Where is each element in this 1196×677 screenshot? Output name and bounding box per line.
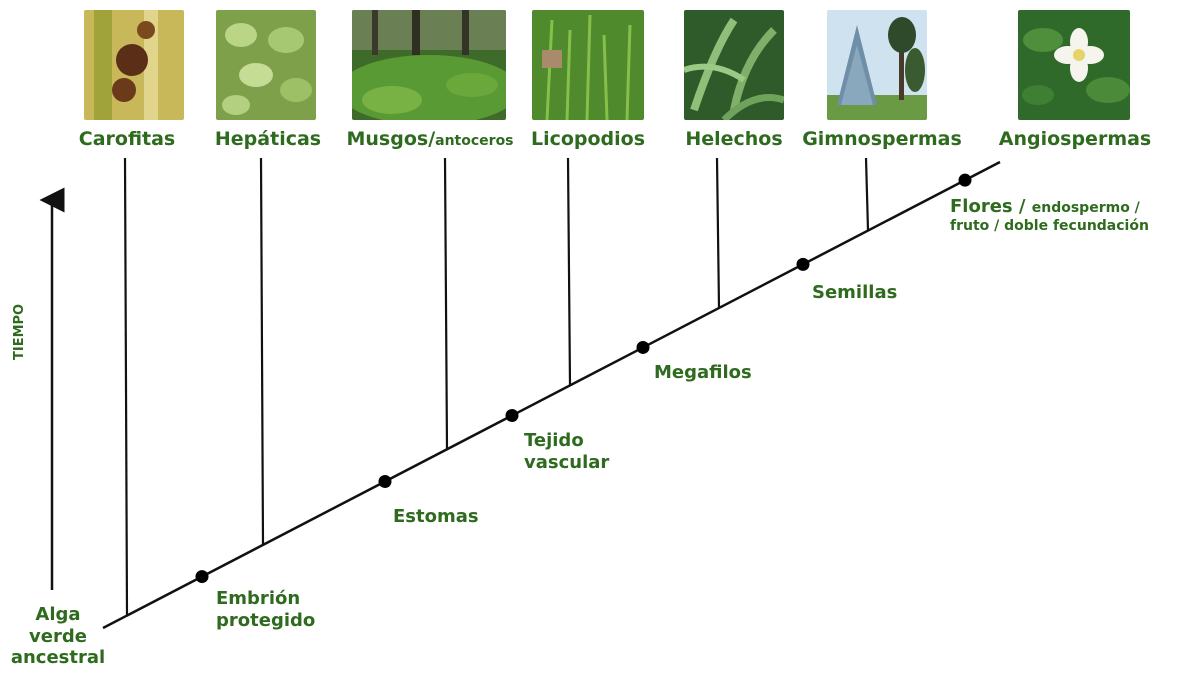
moss-photo (352, 10, 506, 120)
node-megafilos (637, 341, 650, 354)
liverwort-photo (216, 10, 316, 120)
taxon-label-musgos: Musgos/antoceros (346, 128, 513, 151)
taxon-label-carofitas: Carofitas (79, 128, 175, 151)
node-tejido-vascular (506, 409, 519, 422)
root-label: Alga verde ancestral (10, 604, 106, 669)
fern-photo (684, 10, 784, 120)
taxon-label-licopodios: Licopodios (531, 128, 645, 151)
branch-carofitas (125, 158, 127, 616)
taxon-label-hepaticas: Hepáticas (215, 128, 321, 151)
character-megafilos: Megafilos (654, 362, 752, 384)
node-flores (959, 174, 972, 187)
taxon-label-gimnospermas: Gimnospermas (802, 128, 962, 151)
root-line-3: ancestral (10, 647, 106, 669)
taxon-label-helechos: Helechos (685, 128, 782, 151)
character-semillas: Semillas (812, 282, 897, 304)
root-line-1: Alga (10, 604, 106, 626)
branch-hepaticas (261, 158, 263, 545)
main-axis (103, 162, 1000, 628)
root-line-2: verde (10, 626, 106, 648)
branch-helechos (717, 158, 719, 308)
time-axis-label: TIEMPO (12, 304, 27, 360)
branch-musgos (445, 158, 447, 449)
taxon-label-angiospermas: Angiospermas (999, 128, 1152, 151)
conifer-photo (827, 10, 927, 120)
taxon-label-musgos-suffix: antoceros (435, 133, 513, 149)
character-flores: Flores / endospermo / fruto / doble fecu… (950, 196, 1149, 234)
lycopod-photo (532, 10, 644, 120)
flower-photo (1018, 10, 1130, 120)
character-tejido-vascular: Tejido vascular (524, 430, 609, 473)
character-embrion-protegido: Embrión protegido (216, 588, 315, 631)
node-semillas (797, 258, 810, 271)
character-estomas: Estomas (393, 506, 479, 528)
node-embrion (196, 570, 209, 583)
branch-gimnospermas (866, 158, 868, 231)
node-estomas (379, 475, 392, 488)
charophyte-photo (84, 10, 184, 120)
branch-licopodios (568, 158, 570, 385)
